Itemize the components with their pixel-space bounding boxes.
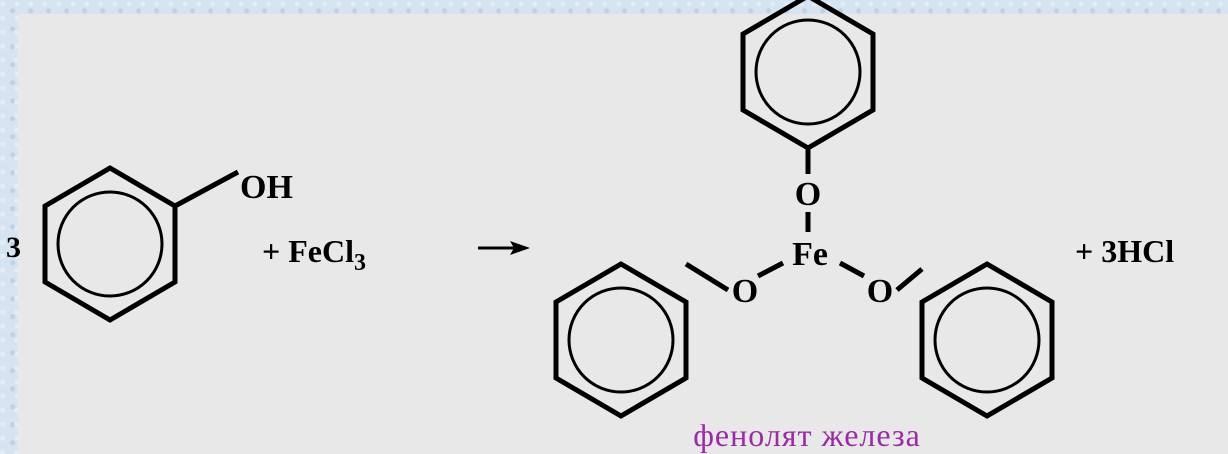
right-o-ring-bond xyxy=(895,267,924,292)
ferric-chloride-subscript: 3 xyxy=(354,250,366,276)
reaction-arrow-icon xyxy=(478,241,530,255)
product-caption: фенолят железа xyxy=(693,417,921,453)
hydrochloric-acid-label: + 3HCl xyxy=(1075,233,1174,269)
left-oxygen-label: O xyxy=(732,273,758,310)
right-oxygen-label: O xyxy=(867,273,893,310)
reaction-panel xyxy=(18,14,1228,454)
right-benzene-ring-icon xyxy=(919,261,1055,419)
ferric-chloride-label: + FeCl3 xyxy=(262,233,366,276)
top-benzene-ring-icon xyxy=(740,0,876,151)
phenol-coefficient: 3 xyxy=(6,231,21,264)
fe-left-o-bond xyxy=(756,260,785,279)
left-benzene-ring-icon xyxy=(553,261,689,419)
top-oxygen-label: O xyxy=(795,176,821,213)
ferric-chloride-text: + FeCl xyxy=(262,233,354,269)
phenol-ring-icon xyxy=(42,165,178,323)
phenol-oh-label: OH xyxy=(240,169,293,206)
iron-atom-label: Fe xyxy=(792,236,828,273)
fe-right-o-bond xyxy=(838,260,866,279)
phenol-oh-bond xyxy=(173,169,240,209)
left-o-ring-bond xyxy=(684,261,730,293)
